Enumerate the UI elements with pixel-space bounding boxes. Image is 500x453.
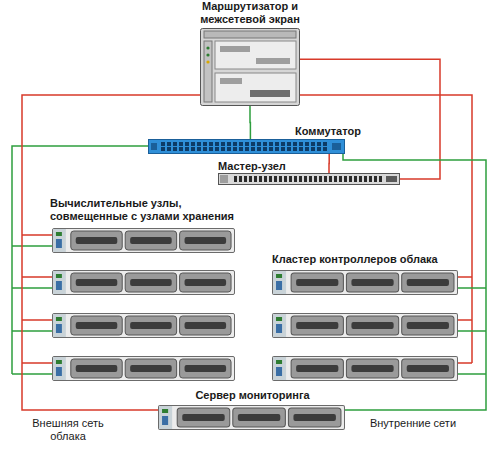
node-heading: Сервер мониторинга bbox=[158, 389, 347, 402]
monitoring-node: Сервер мониторинга bbox=[158, 389, 347, 430]
compute-server bbox=[52, 271, 234, 295]
router-chassis bbox=[200, 28, 300, 106]
controller-server bbox=[273, 271, 458, 295]
compute-server bbox=[52, 357, 234, 381]
network-switch bbox=[148, 139, 345, 154]
network-link bbox=[343, 154, 486, 410]
router-node: Маршрутизатор и межсетевой экран bbox=[175, 0, 325, 106]
master-server bbox=[218, 173, 400, 185]
node-heading: Мастер-узел bbox=[218, 160, 402, 173]
node-heading: Коммутатор bbox=[295, 125, 361, 138]
network-link bbox=[329, 154, 330, 173]
node-heading: Маршрутизатор и межсетевой экран bbox=[194, 0, 306, 26]
master-node: Мастер-узел bbox=[218, 160, 402, 185]
controller-server bbox=[273, 314, 458, 338]
network-link bbox=[250, 106, 251, 139]
group-label: Кластер контроллеров облака bbox=[272, 253, 462, 266]
group-label: Вычислительные узлы, совмещенные с узлам… bbox=[50, 197, 250, 223]
legend-text: Внутренние сети bbox=[368, 417, 458, 430]
compute-server bbox=[52, 314, 234, 338]
network-link bbox=[300, 59, 440, 179]
switch-node: Коммутатор bbox=[148, 121, 418, 154]
legend-text: Внешняя сеть облака bbox=[28, 417, 108, 443]
monitoring-server bbox=[158, 405, 345, 430]
controller-server bbox=[273, 357, 458, 381]
compute-server bbox=[52, 229, 234, 253]
